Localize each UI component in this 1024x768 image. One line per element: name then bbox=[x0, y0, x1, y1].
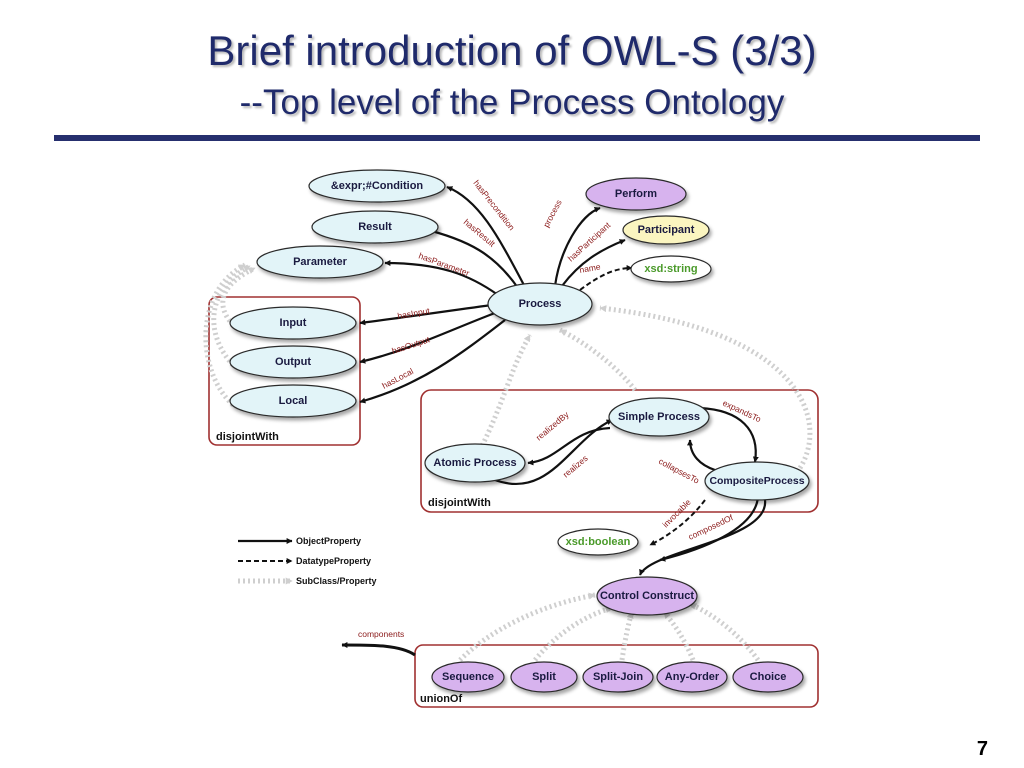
node-split bbox=[510, 661, 578, 693]
node-label-any-order: Any-Order bbox=[665, 671, 720, 683]
slide-title: Brief introduction of OWL-S (3/3) bbox=[207, 27, 817, 74]
node-xsd-boolean bbox=[557, 528, 639, 556]
edge-label-realizes: realizes bbox=[561, 453, 590, 479]
node-label-process: Process bbox=[519, 298, 562, 310]
edge-label-has-input: hasInput bbox=[397, 305, 431, 321]
box-label-process-disjoint: disjointWith bbox=[428, 497, 491, 509]
edge-label-components: components bbox=[358, 629, 404, 639]
disjoint-process-box bbox=[420, 389, 819, 513]
box-label-params-disjoint: disjointWith bbox=[216, 431, 279, 443]
datatype-property-edges bbox=[579, 265, 706, 546]
edge-label-has-participant: hasParticipant bbox=[566, 220, 613, 264]
node-input bbox=[229, 306, 357, 340]
node-perform bbox=[585, 177, 687, 211]
edge-label-realized-by: realizedBy bbox=[534, 409, 571, 443]
union-of-box bbox=[414, 644, 819, 708]
legend-object-property-label: ObjectProperty bbox=[296, 536, 361, 546]
node-composite-process bbox=[704, 461, 810, 501]
edge-label-collapses-to: collapsesTo bbox=[657, 456, 701, 486]
node-label-control-construct: Control Construct bbox=[600, 590, 694, 602]
legend-datatype-property-label: DatatypeProperty bbox=[296, 556, 371, 566]
node-sequence bbox=[431, 661, 505, 693]
node-label-simple-process: Simple Process bbox=[618, 411, 700, 423]
node-label-result: Result bbox=[358, 221, 392, 233]
node-condition bbox=[308, 169, 446, 203]
node-label-perform: Perform bbox=[615, 188, 657, 200]
node-label-split-join: Split-Join bbox=[593, 671, 643, 683]
node-label-local: Local bbox=[279, 395, 308, 407]
subclass-edges bbox=[203, 262, 813, 662]
node-label-input: Input bbox=[280, 317, 307, 329]
nodes bbox=[229, 169, 810, 693]
node-label-condition: &expr;#Condition bbox=[331, 180, 424, 192]
box-label-union-of: unionOf bbox=[420, 693, 462, 705]
edge-label-name: name bbox=[579, 261, 602, 275]
node-label-xsd-boolean: xsd:boolean bbox=[566, 536, 631, 548]
node-participant bbox=[622, 215, 710, 245]
node-label-sequence: Sequence bbox=[442, 671, 494, 683]
node-label-composite-process: CompositeProcess bbox=[709, 475, 804, 487]
edge-label-invocable: invocable bbox=[660, 497, 693, 530]
legend-subclass-property-label: SubClass/Property bbox=[296, 576, 377, 586]
node-atomic-process bbox=[424, 443, 526, 483]
page-number: 7 bbox=[976, 738, 988, 760]
edge-label-has-local: hasLocal bbox=[380, 366, 415, 391]
legend: ObjectProperty DatatypeProperty SubClass… bbox=[238, 536, 377, 586]
node-any-order bbox=[656, 661, 728, 693]
node-label-participant: Participant bbox=[638, 224, 695, 236]
edge-label-process: process bbox=[541, 198, 564, 229]
node-label-choice: Choice bbox=[750, 671, 787, 683]
node-label-split: Split bbox=[532, 671, 556, 683]
edge-label-has-parameter: hasParameter bbox=[417, 250, 471, 278]
node-xsd-string bbox=[630, 255, 712, 283]
title-divider bbox=[54, 135, 980, 141]
node-control-construct bbox=[596, 576, 698, 616]
node-output bbox=[229, 345, 357, 379]
node-choice bbox=[732, 661, 804, 693]
node-label-xsd-string: xsd:string bbox=[644, 263, 697, 275]
node-simple-process bbox=[608, 397, 710, 437]
edge-label-has-output: hasOutput bbox=[391, 334, 432, 356]
node-label-output: Output bbox=[275, 356, 311, 368]
edge-label-composed-of: composedOf bbox=[687, 512, 735, 542]
object-property-edges bbox=[341, 185, 767, 657]
node-local bbox=[229, 384, 357, 418]
node-split-join bbox=[582, 661, 654, 693]
node-label-parameter: Parameter bbox=[293, 256, 348, 268]
node-parameter bbox=[256, 245, 384, 279]
node-label-atomic-process: Atomic Process bbox=[433, 457, 516, 469]
node-result bbox=[311, 210, 439, 244]
node-process bbox=[487, 282, 593, 326]
slide-subtitle: --Top level of the Process Ontology bbox=[239, 83, 785, 122]
